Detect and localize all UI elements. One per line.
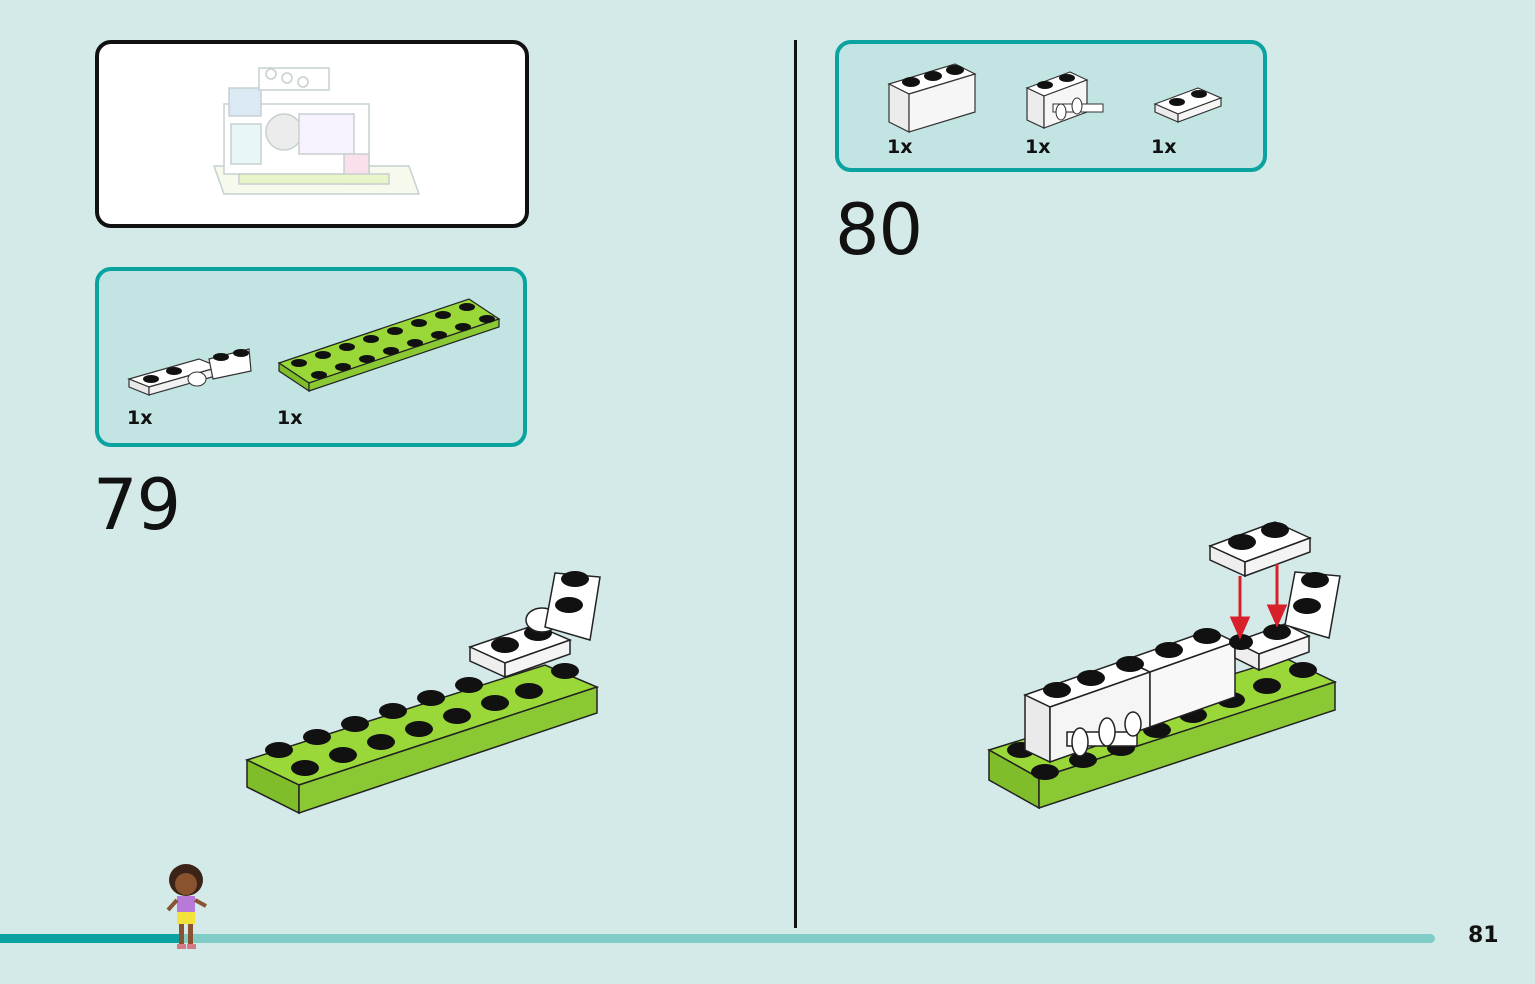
model-overview-box xyxy=(95,40,529,228)
green-plate-2x8-part xyxy=(277,298,501,393)
step-80-illustration xyxy=(987,521,1341,810)
page-divider xyxy=(794,40,797,928)
parts-list-step-80: 1x 1x 1x xyxy=(835,40,1267,172)
progress-track xyxy=(0,934,1435,943)
minifigure-icon xyxy=(166,864,207,949)
hinge-plate-part xyxy=(127,348,252,396)
part-quantity: 1x xyxy=(127,407,153,429)
part-quantity: 1x xyxy=(887,136,913,158)
part-quantity: 1x xyxy=(1025,136,1051,158)
white-brick-1x3-part xyxy=(887,63,977,133)
page-number: 81 xyxy=(1468,923,1499,948)
step-number: 79 xyxy=(93,464,181,546)
progress-fill xyxy=(0,934,183,943)
white-brick-with-pins-part xyxy=(1025,71,1104,129)
white-plate-1x2-part xyxy=(1153,87,1223,123)
step-79-illustration xyxy=(244,571,601,815)
parts-list-step-79: 1x 1x xyxy=(95,267,527,447)
step-number: 80 xyxy=(835,189,923,271)
model-overview-illustration xyxy=(212,67,421,195)
part-quantity: 1x xyxy=(1151,136,1177,158)
part-quantity: 1x xyxy=(277,407,303,429)
